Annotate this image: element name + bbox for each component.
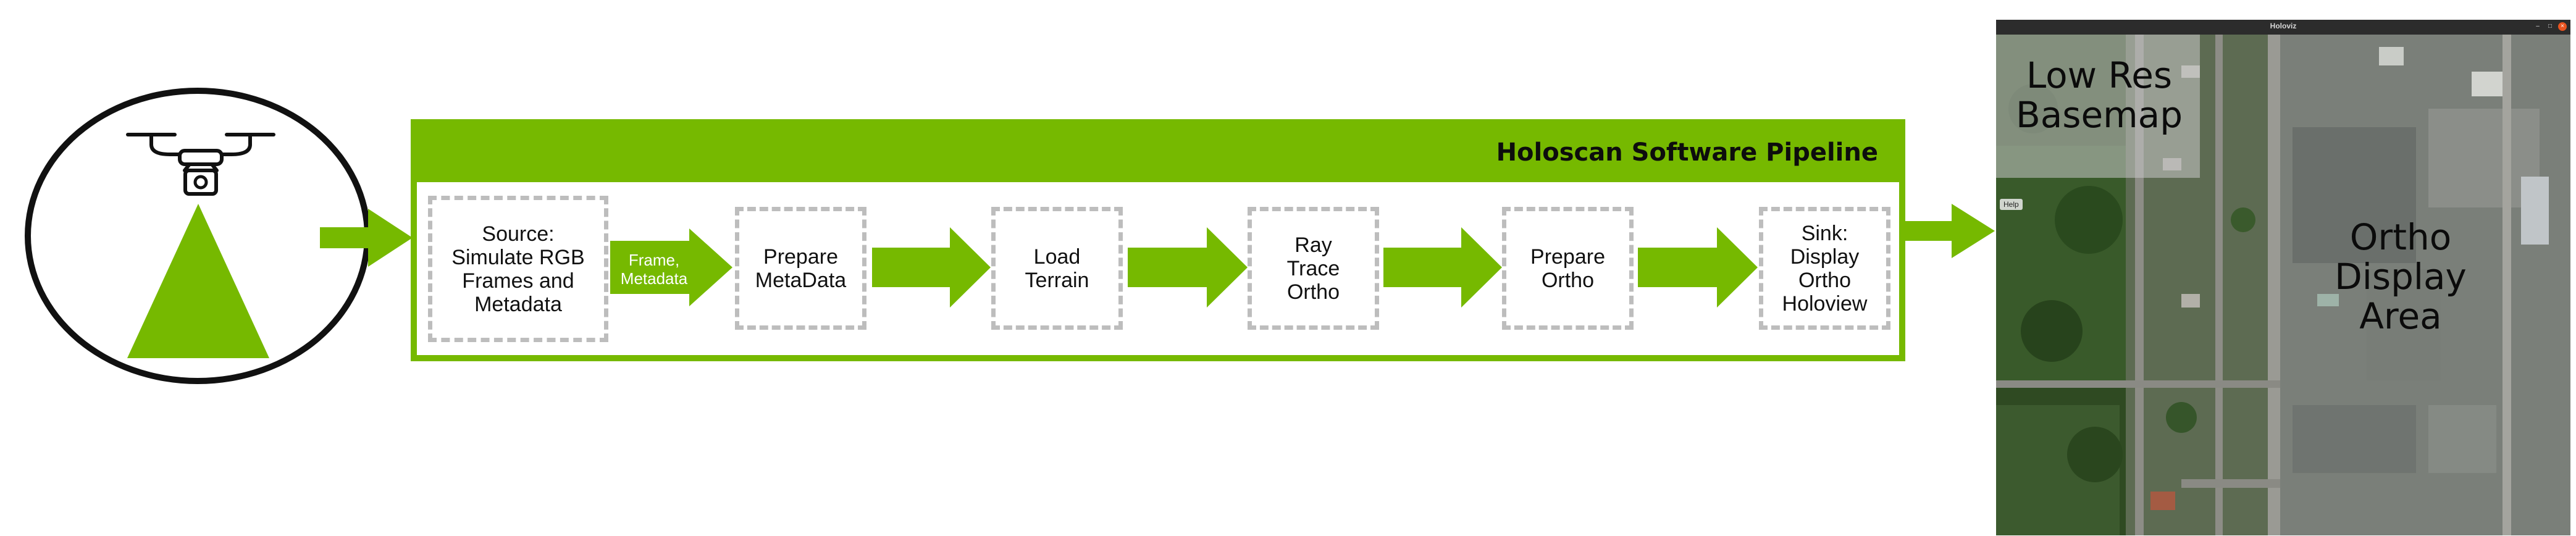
node-label: Sink: Display Ortho Holoview: [1782, 221, 1868, 316]
close-icon[interactable]: ×: [2558, 22, 2567, 31]
help-button[interactable]: Help: [2000, 199, 2023, 210]
window-titlebar[interactable]: Holoviz – □ ×: [1996, 20, 2570, 35]
node-sink-display: Sink: Display Ortho Holoview: [1759, 207, 1890, 330]
pipeline-panel: Holoscan Software Pipeline: [411, 119, 1905, 361]
pipeline-header: Holoscan Software Pipeline: [417, 125, 1899, 182]
drone-icon: [126, 133, 275, 172]
basemap-overlay: [1996, 35, 2200, 178]
arrow-right-icon: [872, 227, 991, 308]
field-of-view-triangle-icon: [127, 204, 269, 358]
node-label: Prepare Ortho: [1530, 245, 1605, 292]
arrow-right-icon: [1902, 204, 1995, 258]
basemap-label: Low Res Basemap: [2015, 54, 2183, 136]
edge-label-frame-metadata: Frame, Metadata: [620, 251, 688, 288]
node-label: Prepare MetaData: [755, 245, 847, 292]
node-prepare-ortho: Prepare Ortho: [1502, 207, 1634, 330]
node-label: Ray Trace Ortho: [1286, 233, 1340, 304]
drone-circle: [25, 88, 371, 384]
holoviz-window: Holoviz – □ ×: [1996, 20, 2570, 535]
minimize-icon[interactable]: –: [2536, 23, 2540, 30]
arrow-right-icon: [1638, 227, 1758, 308]
node-label: Load Terrain: [1025, 245, 1089, 292]
maximize-icon[interactable]: □: [2548, 23, 2553, 30]
camera-icon: [183, 169, 218, 196]
pipeline-title: Holoscan Software Pipeline: [1496, 138, 1878, 167]
arrow-right-icon: [610, 228, 732, 306]
node-load-terrain: Load Terrain: [991, 207, 1123, 330]
node-ray-trace-ortho: Ray Trace Ortho: [1248, 207, 1379, 330]
node-prepare-metadata: Prepare MetaData: [735, 207, 866, 330]
arrow-right-icon: [1383, 227, 1502, 308]
map-view[interactable]: [1996, 35, 2570, 535]
window-title: Holoviz: [2270, 22, 2297, 30]
arrow-right-icon: [320, 209, 413, 267]
ortho-display-label: Ortho Display Area: [2335, 216, 2467, 337]
aerial-imagery: [1996, 35, 2570, 535]
arrow-right-icon: [1128, 227, 1248, 308]
node-source: Source: Simulate RGB Frames and Metadata: [428, 196, 608, 342]
node-label: Source: Simulate RGB Frames and Metadata: [451, 222, 585, 316]
